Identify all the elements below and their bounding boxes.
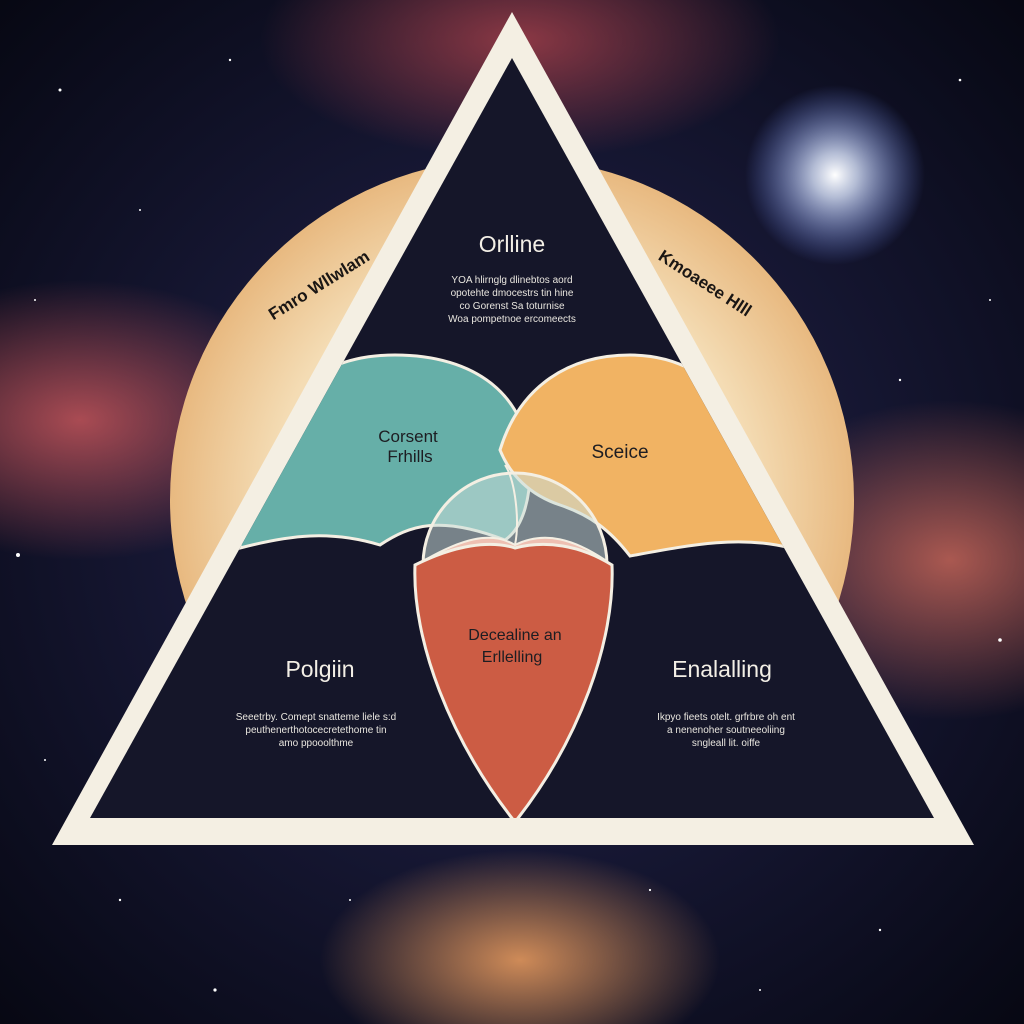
bottom-left-line-3: amo ppooolthme <box>279 738 354 749</box>
top-line-2: opotehte dmocestrs tin hine <box>451 288 574 299</box>
left-lobe-title-line1: Corsent <box>378 427 438 446</box>
bottom-right-line-3: sngleall lit. oiffe <box>692 738 761 749</box>
top-title: Orlline <box>479 231 545 257</box>
bottom-right-line-2: a nenenoher soutneeoliing <box>667 725 785 736</box>
left-lobe-title-line2: Frhills <box>387 447 432 466</box>
star-field <box>16 58 1002 992</box>
venn-group <box>238 353 792 818</box>
bottom-right-line-1: Ikpyo fieets otelt. grfrbre oh ent <box>657 712 795 723</box>
center-drop <box>413 542 614 818</box>
center-title-line1: Decealine an <box>468 627 561 644</box>
bright-star-icon <box>745 85 925 265</box>
top-line-3: co Gorenst Sa toturnise <box>459 301 564 312</box>
top-line-4: Woa pompetnoe ercomeects <box>448 314 576 325</box>
right-lobe-title: Sceice <box>591 442 648 463</box>
lobe-seam <box>504 464 518 546</box>
bottom-left-line-2: peuthenerthotocecretethome tin <box>245 725 386 736</box>
center-title-line2: Erllelling <box>482 649 542 666</box>
bottom-right-title: Enalalling <box>672 656 772 682</box>
bottom-left-title: Polgiin <box>285 656 354 682</box>
top-line-1: YOA hlirnglg dlinebtos aord <box>451 275 572 286</box>
nebula-bottom <box>320 850 720 1024</box>
bottom-left-line-1: Seeetrby. Comept snatteme liele s:d <box>236 712 396 723</box>
